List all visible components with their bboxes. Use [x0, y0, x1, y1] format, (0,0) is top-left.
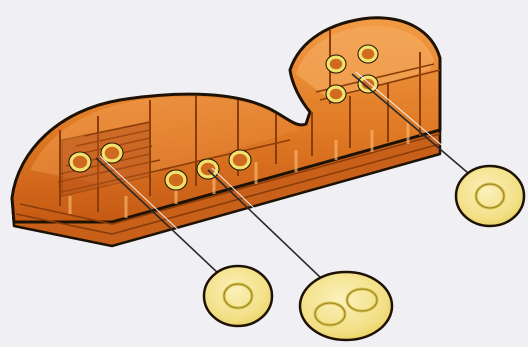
- stud-ring: [103, 145, 121, 161]
- stud-ring: [167, 172, 185, 188]
- round-tile-piece-icon: [204, 266, 272, 326]
- round-tile-piece-icon: [456, 166, 524, 226]
- stud-ring: [199, 161, 217, 177]
- round-tile-piece-icon: [300, 272, 392, 340]
- stud-ring: [360, 47, 376, 61]
- stud-ring: [328, 87, 344, 101]
- stud-ring: [231, 152, 249, 168]
- stud-ring: [71, 154, 89, 170]
- stud-ring: [328, 57, 344, 71]
- stud-ring: [360, 77, 376, 91]
